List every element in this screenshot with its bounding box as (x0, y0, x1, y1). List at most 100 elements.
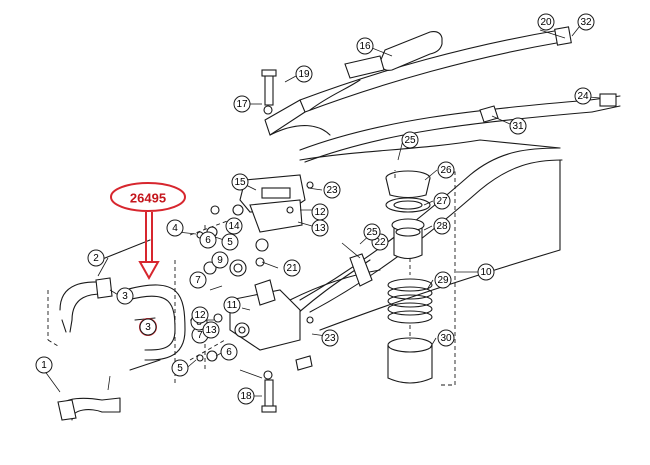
callout-1: 1 (35, 356, 53, 374)
central-bracket (232, 174, 306, 252)
left-tube-assembly (57, 239, 186, 421)
highlight-part-number: 26495 (130, 191, 166, 206)
highlight-arrow-head (138, 261, 160, 281)
highlight-arrow-shaft (145, 212, 153, 262)
callout-label: 15 (234, 177, 246, 188)
callout-label: 3 (145, 322, 151, 333)
callout-15: 15 (231, 173, 249, 191)
callout-label: 29 (437, 275, 449, 286)
callout-circle (87, 249, 105, 267)
callout-label: 24 (577, 91, 589, 102)
callout-2: 2 (87, 249, 105, 267)
callout-29: 29 (434, 271, 452, 289)
callout-label: 7 (195, 275, 201, 286)
callout-6: 6 (199, 231, 217, 249)
callout-circle (237, 387, 255, 405)
callout-13: 13 (311, 219, 329, 237)
callout-label: 25 (366, 227, 378, 238)
callout-label: 6 (205, 235, 211, 246)
callout-label: 7 (197, 330, 203, 341)
callout-7: 7 (189, 271, 207, 289)
callout-9: 9 (211, 251, 229, 269)
callout-circle (202, 321, 220, 339)
callout-circle (401, 131, 419, 149)
callout-3: 3 (139, 318, 157, 336)
callout-30: 30 (437, 329, 455, 347)
callout-circle (220, 343, 238, 361)
callout-17: 17 (233, 95, 251, 113)
callout-circle (35, 356, 53, 374)
callout-circle (191, 306, 209, 324)
callout-23: 23 (321, 329, 339, 347)
callout-label: 28 (436, 221, 448, 232)
callout-label: 13 (314, 223, 326, 234)
callout-circle (577, 13, 595, 31)
callout-21: 21 (283, 259, 301, 277)
callout-label: 10 (480, 267, 492, 278)
callout-23: 23 (323, 181, 341, 199)
callout-circle (321, 329, 339, 347)
callout-25: 25 (401, 131, 419, 149)
callout-circle (223, 296, 241, 314)
callout-label: 23 (324, 333, 336, 344)
callout-circle (433, 192, 451, 210)
callout-label: 1 (41, 360, 47, 371)
callout-label: 2 (93, 253, 99, 264)
callout-32: 32 (577, 13, 595, 31)
callout-20: 20 (537, 13, 555, 31)
callout-label: 17 (236, 99, 248, 110)
callout-19: 19 (295, 65, 313, 83)
callout-label: 27 (436, 196, 448, 207)
callout-label: 26 (440, 165, 452, 176)
callout-label: 30 (440, 333, 452, 344)
callout-label: 12 (314, 207, 326, 218)
callout-circle (221, 233, 239, 251)
callout-label: 6 (226, 347, 232, 358)
damper-stack (385, 170, 456, 386)
callout-circle (323, 181, 341, 199)
callout-label: 31 (512, 121, 524, 132)
callout-13: 13 (202, 321, 220, 339)
callout-circle (437, 161, 455, 179)
callout-label: 4 (172, 223, 178, 234)
callout-27: 27 (433, 192, 451, 210)
fasteners (196, 69, 499, 413)
lower-bracket (229, 279, 301, 351)
callout-5: 5 (221, 233, 239, 251)
callout-label: 32 (580, 17, 592, 28)
callout-label: 18 (240, 391, 252, 402)
callout-circle (139, 318, 157, 336)
callout-circle (233, 95, 251, 113)
callout-circle (437, 329, 455, 347)
callout-5: 5 (171, 359, 189, 377)
callout-12: 12 (311, 203, 329, 221)
upper-arm-assembly (264, 26, 621, 163)
callout-circle (356, 37, 374, 55)
callout-circle (189, 271, 207, 289)
callout-circle (171, 359, 189, 377)
callout-circle (363, 223, 381, 241)
callout-label: 25 (404, 135, 416, 146)
callout-label: 13 (205, 325, 217, 336)
callout-circle (509, 117, 527, 135)
callout-label: 20 (540, 17, 552, 28)
callout-25: 25 (363, 223, 381, 241)
callout-10: 10 (477, 263, 495, 281)
callout-circle (231, 173, 249, 191)
callout-18: 18 (237, 387, 255, 405)
callout-28: 28 (433, 217, 451, 235)
callout-circle (311, 219, 329, 237)
callout-6: 6 (220, 343, 238, 361)
callout-label: 14 (228, 221, 240, 232)
callout-12: 12 (191, 306, 209, 324)
callout-circle (116, 287, 134, 305)
callout-circle (434, 271, 452, 289)
callout-26: 26 (437, 161, 455, 179)
callout-label: 21 (286, 263, 298, 274)
callout-label: 12 (194, 310, 206, 321)
callout-circle (433, 217, 451, 235)
callout-16: 16 (356, 37, 374, 55)
callout-31: 31 (509, 117, 527, 135)
callout-label: 3 (122, 291, 128, 302)
callout-3: 3 (116, 287, 134, 305)
